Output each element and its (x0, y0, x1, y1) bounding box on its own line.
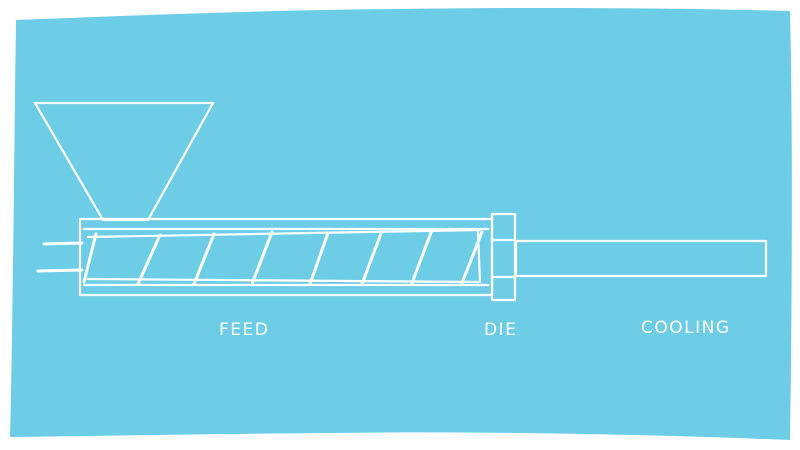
die-label: DIE (484, 320, 517, 340)
input-arrows (36, 241, 84, 273)
extruder-barrel (78, 217, 494, 297)
extruder-screw (82, 228, 484, 286)
feed-label: FEED (219, 320, 269, 340)
diagram-background (10, 7, 792, 441)
cooling-label: COOLING (641, 318, 731, 338)
cooling-extrudate (514, 239, 768, 278)
